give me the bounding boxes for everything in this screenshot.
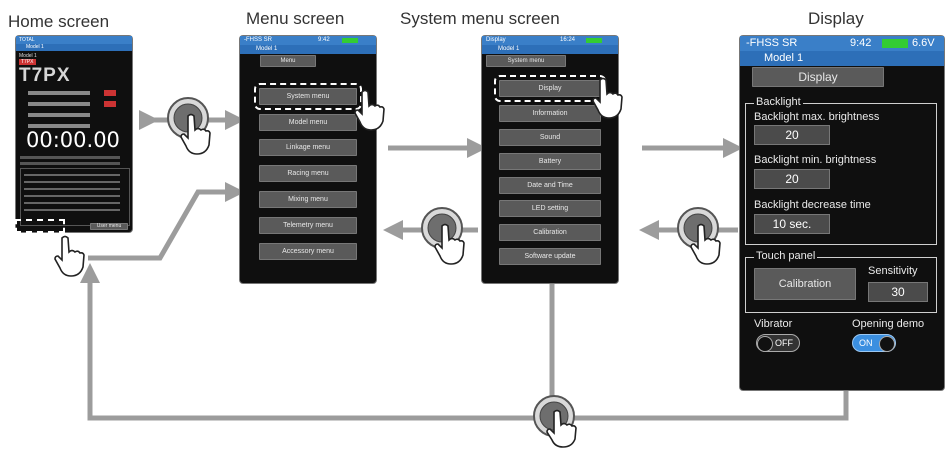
touch-panel-group-frame [745,257,937,313]
sensitivity-label: Sensitivity [868,265,918,277]
home-trim-tag [104,101,116,107]
display-return-line [560,390,849,421]
home-model-name: Model 1 [19,53,37,59]
menu-item-linkage-menu[interactable]: Linkage menu [259,139,357,156]
home-trim-bar [28,102,90,106]
system-menu-screen: Display 16:24 Model 1 System menu Displa… [482,36,618,283]
system-item-information[interactable]: Information [499,105,601,122]
home-menu-touch-area[interactable] [15,219,65,233]
system-item-display[interactable]: Display [494,75,606,102]
menu-status-bar: -FHSS SR 9:42 [240,36,376,45]
backlight-decrease-value[interactable]: 10 sec. [754,214,830,234]
system-status-time: 16:24 [560,37,576,43]
home-channel-row [24,209,120,211]
menu-item-racing-menu[interactable]: Racing menu [259,165,357,182]
display-status-bar: -FHSS SR 9:42 6.6V [740,36,944,51]
home-channel-row [24,195,120,197]
display-battery-icon [882,39,908,48]
home-info-row [20,162,120,165]
opening-demo-label: Opening demo [852,318,925,330]
menu-header-button: Menu [260,55,316,67]
home-trim-tag [104,90,116,96]
menu-battery-icon [342,38,358,43]
home-timer: 00:00.00 [26,128,120,152]
menu-item-accessory-menu[interactable]: Accessory menu [259,243,357,260]
backlight-min-label: Backlight min. brightness [754,154,877,166]
touch-panel-group-label: Touch panel [754,250,818,262]
system-item-battery[interactable]: Battery [499,153,601,170]
system-header-button: System menu [486,55,566,67]
home-to-menu-arrow [88,182,245,261]
system-item-software-update[interactable]: Software update [499,248,601,265]
vibrator-label: Vibrator [754,318,793,330]
home-brand-tag: T7PX [19,59,36,65]
home-info-row [20,156,120,159]
menu-status-text: -FHSS SR [244,37,273,43]
round-button-touch-icon [167,97,211,155]
caption-menu-screen: Menu screen [246,9,345,28]
home-trim-bar [28,113,90,117]
home-channel-row [24,188,120,190]
menu-item-mixing-menu[interactable]: Mixing menu [259,191,357,208]
system-status-bar: Display 16:24 [482,36,618,45]
system-status-text: Display [486,37,506,43]
display-status-text: -FHSS SR [746,37,798,49]
backlight-group-label: Backlight [754,96,803,108]
opening-demo-toggle-knob [879,336,895,352]
round-button-touch-icon [677,207,721,265]
backlight-min-value[interactable]: 20 [754,169,830,189]
menu-screen: -FHSS SR 9:42 Model 1 Menu System menu M… [240,36,376,283]
home-trim-bar [28,91,90,95]
return-home-arrow [80,263,555,421]
display-screen: -FHSS SR 9:42 6.6V Model 1 Display Backl… [740,36,944,390]
menu-title-bar: Model 1 [240,45,376,54]
backlight-decrease-label: Backlight decrease time [754,199,871,211]
caption-home-screen: Home screen [8,12,110,31]
home-trim-bar [28,124,90,128]
vibrator-toggle-knob [757,336,773,352]
system-battery-icon [586,38,602,43]
hand-tap-icon [354,89,385,131]
opening-demo-toggle[interactable]: ON [852,334,896,352]
home-title-bar: Model 1 [16,44,132,51]
home-channel-list [20,168,130,226]
round-button-touch-icon [533,395,577,448]
system-item-led-setting[interactable]: LED setting [499,200,601,217]
sensitivity-value[interactable]: 30 [868,282,928,302]
caption-system-menu-screen: System menu screen [400,9,560,28]
vibrator-toggle[interactable]: OFF [756,334,800,352]
system-title-bar: Model 1 [482,45,618,54]
backlight-max-value[interactable]: 20 [754,125,830,145]
menu-item-telemetry-menu[interactable]: Telemetry menu [259,217,357,234]
backlight-group-frame [745,103,937,245]
home-status-text: TOTAL [19,37,35,43]
vibrator-toggle-state: OFF [775,338,793,348]
backlight-max-label: Backlight max. brightness [754,111,880,123]
display-title-bar: Model 1 [740,51,944,66]
hand-tap-icon [54,235,85,277]
home-channel-row [24,202,120,204]
round-button-touch-icon [421,207,465,265]
menu-status-time: 9:42 [318,37,330,43]
display-header-button: Display [752,67,884,87]
menu-item-model-menu[interactable]: Model menu [259,114,357,131]
home-status-bar: TOTAL [16,36,132,44]
hand-tap-icon [592,77,623,119]
home-screen: TOTAL Model 1 Model 1 T7PX T7PX 00:00.00… [15,36,132,233]
system-item-sound[interactable]: Sound [499,129,601,146]
display-status-voltage: 6.6V [912,37,935,49]
home-user-menu-button[interactable]: User menu [90,223,128,230]
home-logo: T7PX [19,65,71,86]
system-item-date-and-time[interactable]: Date and Time [499,177,601,194]
home-channel-row [24,181,120,183]
display-status-time: 9:42 [850,37,872,49]
home-channel-row [24,174,120,176]
system-item-calibration[interactable]: Calibration [499,224,601,241]
calibration-button[interactable]: Calibration [754,268,856,300]
caption-display: Display [808,9,864,28]
opening-demo-toggle-state: ON [859,338,873,348]
menu-item-system-menu[interactable]: System menu [254,83,362,110]
